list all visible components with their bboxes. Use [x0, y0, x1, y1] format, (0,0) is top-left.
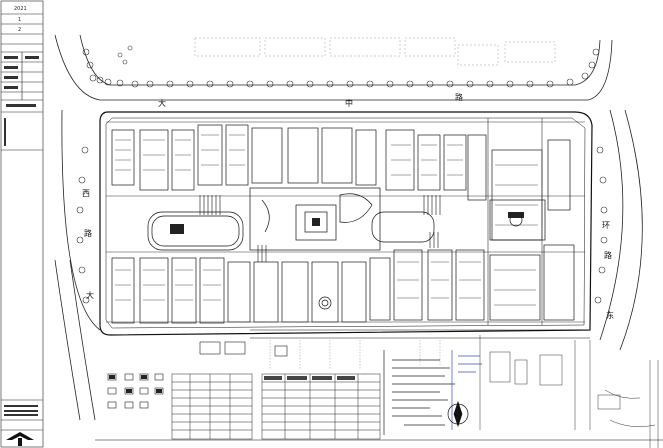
outer-roads — [54, 34, 643, 421]
legend-symbol-fills — [109, 375, 162, 393]
road-label-top-1: 大 — [158, 98, 166, 108]
road-label-top-2: 中 — [345, 98, 353, 108]
site-inner-boundary — [105, 117, 586, 329]
courtyard-fills — [170, 212, 524, 234]
notes-block — [383, 350, 455, 435]
legend-symbols — [107, 373, 164, 409]
data-table-2 — [261, 373, 381, 440]
company-logo-icon — [6, 432, 34, 446]
street-trees — [76, 45, 608, 304]
title-block — [0, 0, 44, 448]
north-arrow-icon — [447, 400, 469, 428]
title-block-cell-2: 1 — [18, 17, 21, 23]
road-label-left-2: 路 — [84, 228, 92, 238]
road-label-right-3: 东 — [606, 310, 614, 320]
site-boundary — [99, 111, 593, 336]
table-2-fills — [264, 376, 355, 380]
road-label-right-1: 环 — [602, 221, 610, 230]
data-table-1 — [171, 373, 253, 440]
title-block-cell-1: 2021 — [14, 6, 27, 12]
road-label-left-3: 大 — [86, 290, 94, 300]
title-block-fills — [4, 56, 39, 416]
title-block-cell-3: 2 — [18, 27, 21, 33]
building-detail-lines — [115, 134, 538, 306]
top-parking-outlines — [194, 37, 556, 66]
south-dimension-lines — [269, 340, 441, 370]
notes-block-2 — [451, 350, 482, 430]
road-label-left-1: 西 — [82, 189, 90, 198]
road-label-top-3: 路 — [455, 92, 463, 102]
central-courtyard — [147, 187, 546, 310]
south-west-blocks — [199, 341, 288, 357]
drawing-frame-right — [95, 329, 663, 441]
internal-roads — [106, 118, 585, 325]
road-label-right-2: 路 — [604, 250, 612, 260]
southeast-details — [479, 335, 659, 448]
